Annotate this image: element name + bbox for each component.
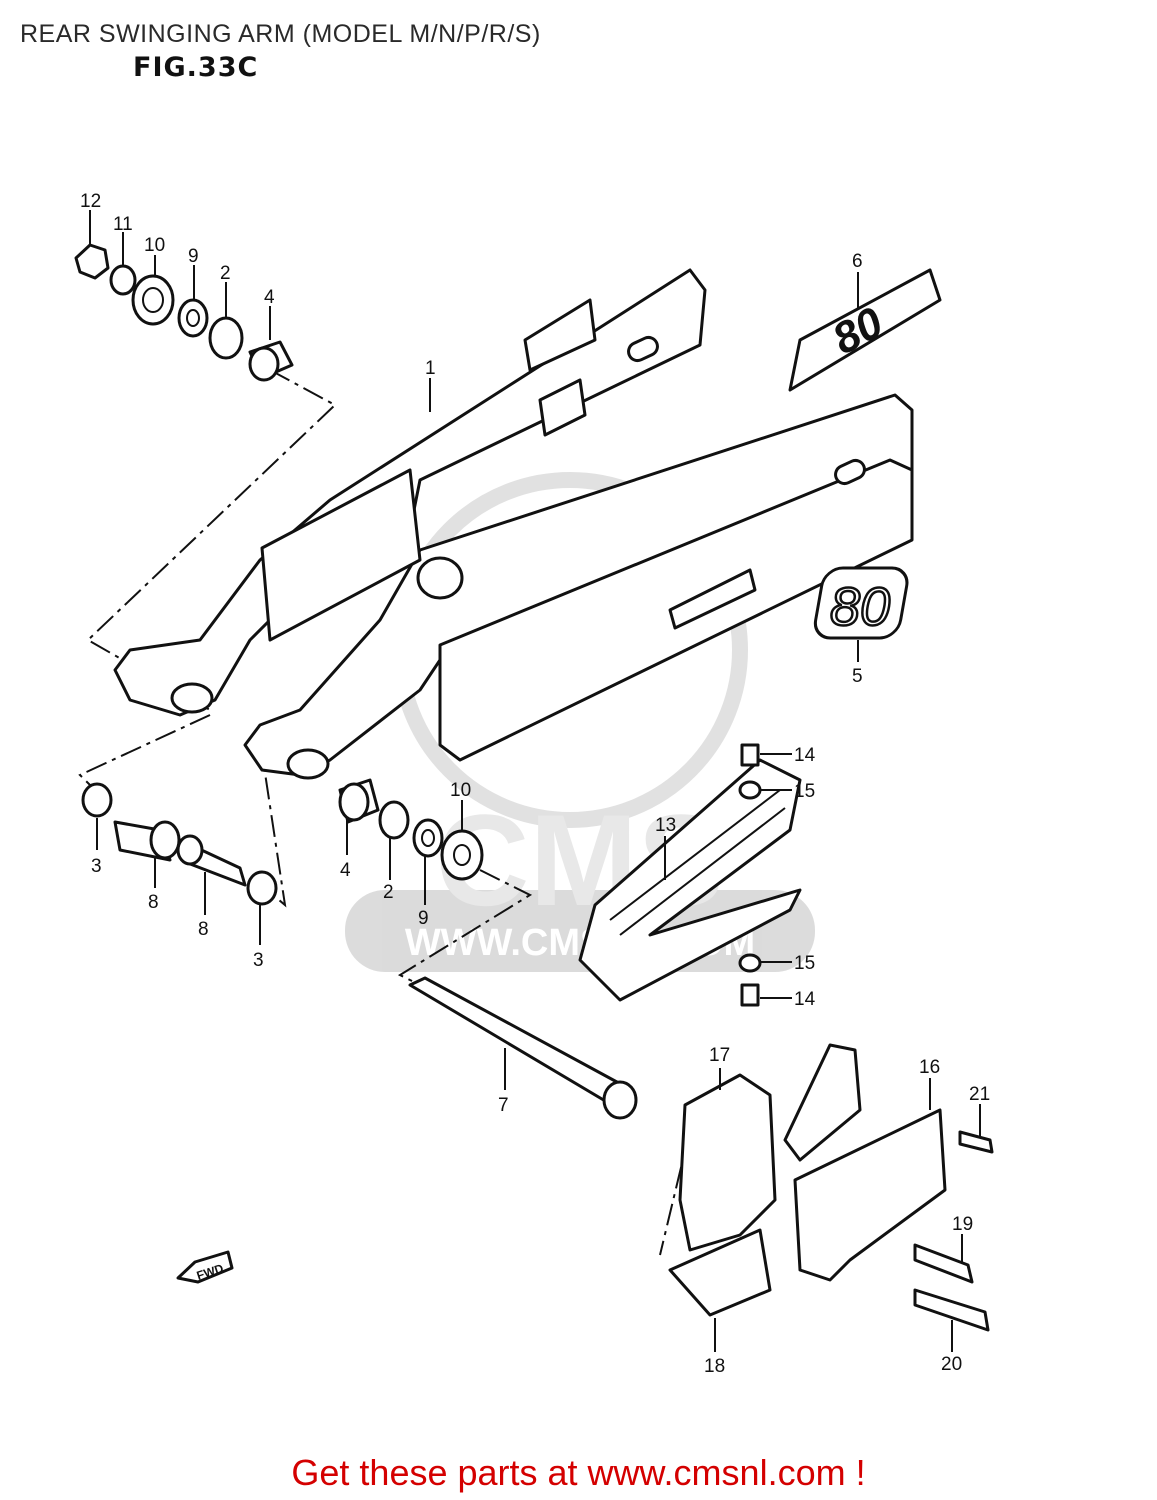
callout-1: 1	[425, 358, 436, 379]
callout-13: 13	[655, 815, 676, 836]
callout-4: 4	[264, 287, 275, 308]
center-hardware	[338, 778, 484, 881]
lower-left-hardware	[81, 782, 278, 906]
callout-8-left: 8	[148, 892, 159, 913]
chain-guide-assembly	[668, 1043, 994, 1332]
chain-slider-part-13	[578, 743, 802, 1007]
callout-10-lower: 10	[450, 780, 471, 801]
callout-10: 10	[144, 235, 165, 256]
callout-8-right: 8	[198, 919, 209, 940]
figure-number: FIG.33C	[133, 52, 259, 83]
callout-14-top: 14	[794, 745, 816, 766]
callout-17: 17	[709, 1045, 730, 1066]
callout-18: 18	[704, 1356, 725, 1377]
callout-16: 16	[919, 1057, 940, 1078]
callout-2-lower: 2	[383, 882, 394, 903]
footer-cta-link[interactable]: Get these parts at www.cmsnl.com !	[291, 1452, 866, 1493]
callout-4-lower: 4	[340, 860, 351, 881]
diagram-title: REAR SWINGING ARM (MODEL M/N/P/R/S)	[20, 20, 541, 48]
callout-3-right: 3	[253, 950, 264, 971]
callout-21: 21	[969, 1084, 990, 1105]
callout-5: 5	[852, 666, 863, 687]
callout-2: 2	[220, 263, 231, 284]
fwd-arrow-icon: FWD	[176, 1250, 234, 1284]
callout-11: 11	[113, 214, 133, 235]
callout-9: 9	[188, 246, 199, 267]
callout-labels: 12 11 10 9 2 4 1 6 5 14 15 13 15 14 10 3…	[80, 191, 990, 1377]
callout-9-lower: 9	[418, 908, 429, 929]
callout-3-left: 3	[91, 856, 102, 877]
callout-7: 7	[498, 1095, 509, 1116]
decal-5-text: 80	[830, 577, 890, 637]
callout-15-top: 15	[794, 781, 815, 802]
swingarm-part-1	[113, 268, 914, 780]
decal-part-6: 80	[788, 268, 942, 392]
callout-6: 6	[852, 251, 863, 272]
callout-15-bottom: 15	[794, 953, 815, 974]
callout-leaders	[89, 210, 981, 1352]
callout-20: 20	[941, 1354, 962, 1375]
callout-12: 12	[80, 191, 101, 212]
callout-14-bottom: 14	[794, 989, 816, 1010]
pivot-shaft-part-7	[408, 976, 638, 1120]
decal-part-5: 80	[813, 566, 909, 640]
callout-19: 19	[952, 1214, 973, 1235]
upper-hardware-stack	[74, 243, 294, 382]
